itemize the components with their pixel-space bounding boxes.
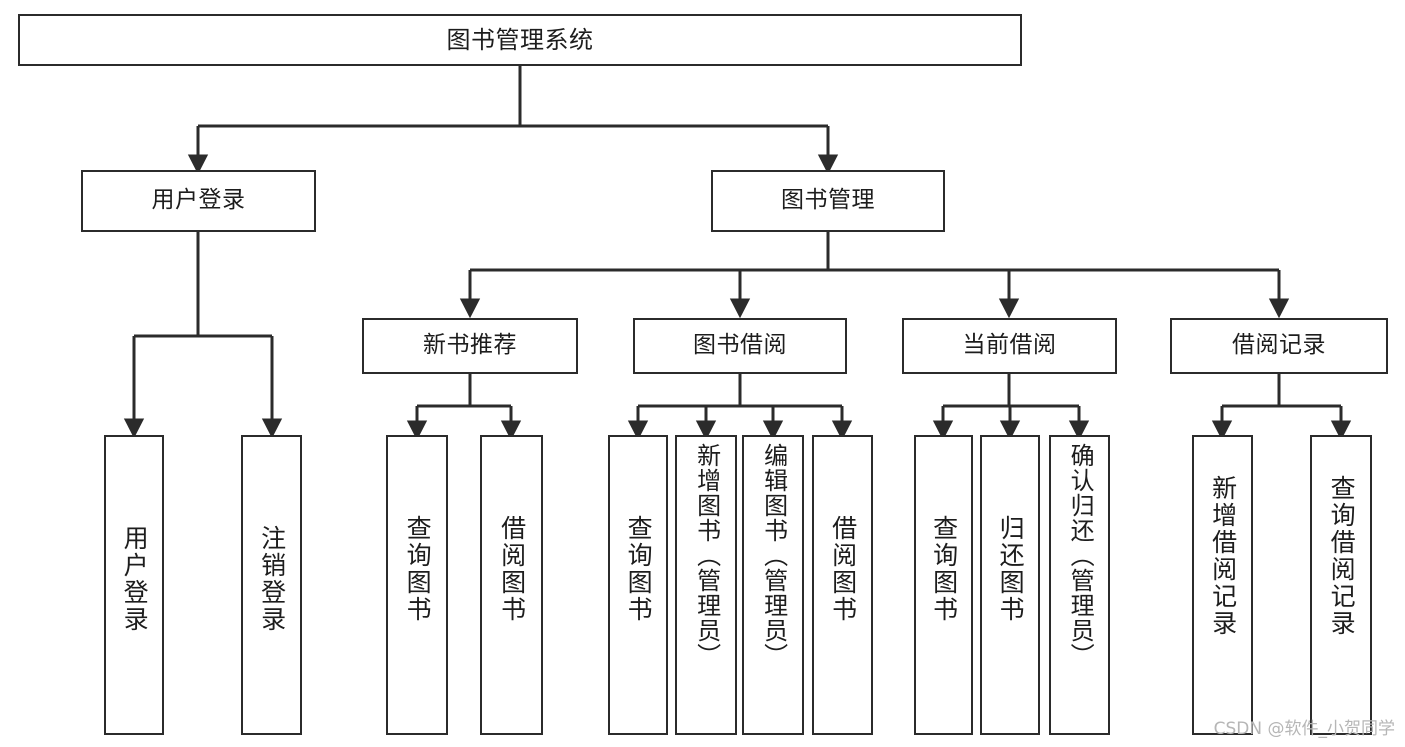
node-leaf-query-record[interactable]: 查询借阅记录 [1310,435,1372,735]
node-label: 借阅图书 [497,515,527,623]
csdn-watermark: CSDN @软件_小贺同学 [1213,719,1395,739]
node-leaf-borrow-book-1[interactable]: 借阅图书 [480,435,543,735]
node-label: 借阅记录 [1232,332,1326,359]
node-leaf-confirm-return[interactable]: 确认归还（管理员） [1049,435,1110,735]
node-label: 当前借阅 [962,332,1057,359]
node-label: 查询借阅记录 [1327,475,1357,637]
node-leaf-query-book-1[interactable]: 查询图书 [386,435,448,735]
node-label: 用户登录 [151,187,246,214]
node-label: 查询图书 [929,515,959,623]
node-leaf-logout-login[interactable]: 注销登录 [241,435,302,735]
node-label: 新书推荐 [423,332,517,359]
node-user-login[interactable]: 用户登录 [81,170,316,232]
node-label: 确认归还（管理员） [1066,443,1095,668]
node-label: 新增借阅记录 [1208,475,1238,637]
node-book-management[interactable]: 图书管理 [711,170,945,232]
node-label: 编辑图书（管理员） [759,443,788,668]
node-label: 归还图书 [996,515,1026,623]
node-label: 查询图书 [624,515,654,623]
node-leaf-edit-book[interactable]: 编辑图书（管理员） [742,435,804,735]
node-label: 图书管理 [781,187,875,214]
node-leaf-add-book[interactable]: 新增图书（管理员） [675,435,737,735]
node-leaf-return-book[interactable]: 归还图书 [980,435,1040,735]
node-leaf-add-record[interactable]: 新增借阅记录 [1192,435,1253,735]
node-label: 查询图书 [403,515,433,623]
node-label: 新增图书（管理员） [692,443,721,668]
node-label: 用户登录 [120,525,150,633]
node-leaf-borrow-book-2[interactable]: 借阅图书 [812,435,873,735]
node-leaf-query-book-3[interactable]: 查询图书 [914,435,973,735]
node-label: 借阅图书 [828,515,858,623]
node-label: 图书管理系统 [446,25,594,54]
node-book-borrow[interactable]: 图书借阅 [633,318,847,374]
node-label: 注销登录 [257,525,287,633]
node-root-system[interactable]: 图书管理系统 [18,14,1022,66]
node-leaf-query-book-2[interactable]: 查询图书 [608,435,668,735]
node-leaf-user-login[interactable]: 用户登录 [104,435,164,735]
node-borrow-record[interactable]: 借阅记录 [1170,318,1388,374]
node-current-borrow[interactable]: 当前借阅 [902,318,1117,374]
node-new-book-recommend[interactable]: 新书推荐 [362,318,578,374]
node-label: 图书借阅 [693,332,787,359]
